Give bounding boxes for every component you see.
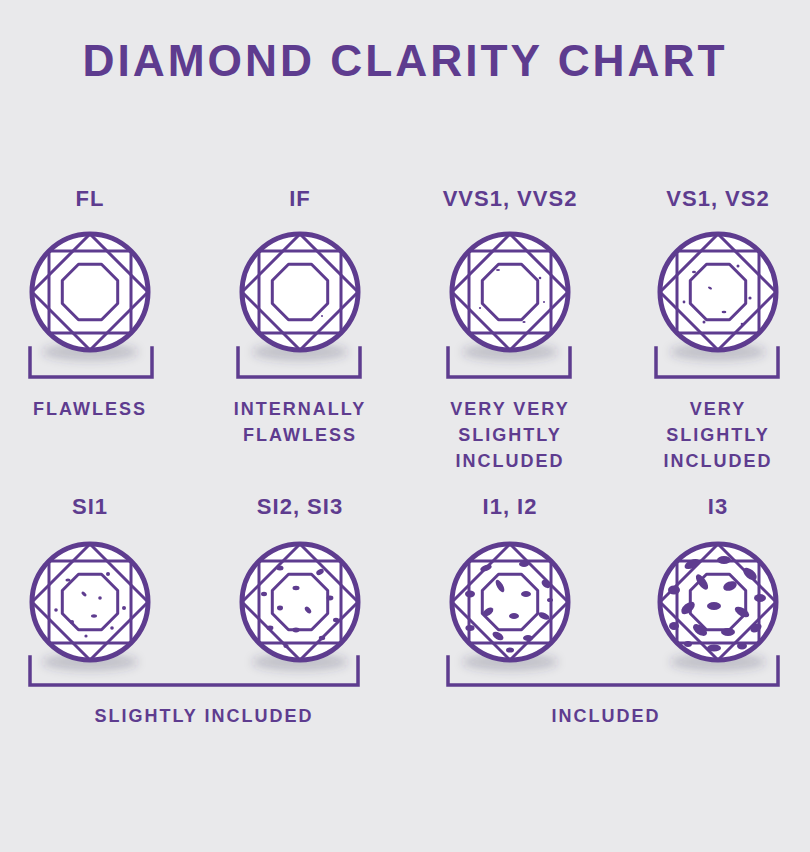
inclusions xyxy=(54,572,126,638)
diamond-icon xyxy=(242,234,358,361)
bracket xyxy=(30,348,152,377)
chart-title: DIAMOND CLARITY CHART xyxy=(0,34,810,88)
grade-name: FLAWLESS xyxy=(5,396,175,422)
group-name: SLIGHTLY INCLUDED xyxy=(4,703,404,729)
bracket xyxy=(30,657,358,685)
inclusions xyxy=(479,269,545,323)
diamond-icon xyxy=(242,544,358,671)
diamond-icon xyxy=(452,544,568,671)
grade-code: IF xyxy=(215,186,385,212)
bracket-group xyxy=(30,348,778,685)
inclusions xyxy=(668,556,766,652)
grade-name: VERY VERY SLIGHTLY INCLUDED xyxy=(430,396,590,474)
diamond-icon xyxy=(32,234,148,361)
inclusions xyxy=(683,265,752,326)
grade-code: FL xyxy=(5,186,175,212)
inclusions xyxy=(321,315,323,317)
bracket xyxy=(238,348,360,377)
grade-code: I1, I2 xyxy=(425,494,595,520)
group-name: INCLUDED xyxy=(406,703,806,729)
diamond-icon xyxy=(452,234,568,361)
inclusions xyxy=(261,566,339,649)
grade-name: VERY SLIGHTLY INCLUDED xyxy=(643,396,793,474)
grade-code: SI2, SI3 xyxy=(215,494,385,520)
grade-code: SI1 xyxy=(5,494,175,520)
grade-code: VVS1, VVS2 xyxy=(420,186,600,212)
bracket xyxy=(448,657,778,685)
grade-name: INTERNALLY FLAWLESS xyxy=(215,396,385,448)
diamond-icon xyxy=(660,234,776,361)
bracket xyxy=(448,348,570,377)
diamond-icon xyxy=(660,544,776,671)
grade-code: VS1, VS2 xyxy=(633,186,803,212)
diamond-icon xyxy=(32,544,148,671)
grade-code: I3 xyxy=(633,494,803,520)
inclusions xyxy=(465,561,553,653)
bracket xyxy=(656,348,778,377)
